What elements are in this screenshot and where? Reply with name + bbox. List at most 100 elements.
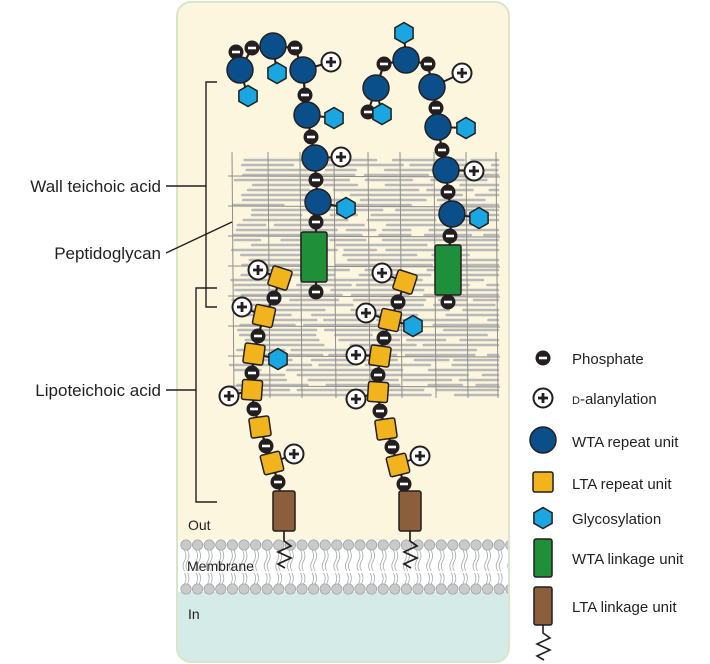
lipid-head	[389, 583, 401, 595]
lipid-head	[284, 583, 296, 595]
phosphate	[266, 290, 282, 306]
wta-repeat-unit	[418, 73, 446, 101]
phosphate	[370, 367, 386, 383]
phosphate	[287, 40, 303, 56]
lipid-head	[215, 583, 227, 595]
label-in: In	[188, 606, 200, 622]
lipid-tail	[487, 549, 491, 572]
lipid-tail	[184, 572, 187, 585]
lipid-head	[319, 583, 331, 595]
peptidoglycan-leader	[165, 221, 233, 254]
peptide-crosslink	[333, 151, 337, 399]
lta-repeat-unit	[377, 307, 403, 333]
lipid-tail	[474, 572, 477, 585]
lipid-head	[366, 583, 378, 595]
lipid-tail	[348, 549, 352, 572]
lipid-tail	[414, 549, 419, 572]
lipid-tail	[461, 549, 465, 572]
phosphate	[442, 228, 458, 244]
phosphate	[372, 403, 388, 419]
lipid-tail	[245, 572, 248, 585]
lipid-tail	[243, 549, 248, 572]
lipid-tail	[221, 572, 225, 585]
lipid-head	[308, 539, 320, 551]
lipid-tail	[242, 572, 245, 585]
legend-lta-repeat: LTA repeat unit	[532, 471, 672, 493]
lipid-head	[203, 583, 215, 595]
lipid-tail	[442, 572, 445, 585]
lipid-head	[435, 583, 447, 595]
lipid-tail	[426, 549, 430, 572]
lipid-tail	[419, 572, 422, 585]
lipid-head	[424, 583, 436, 595]
lta-linkage-icon	[533, 586, 553, 626]
lipid-tail	[512, 573, 514, 584]
lipid-tail	[253, 572, 256, 585]
lipid-tail	[287, 549, 291, 572]
lipid-head	[400, 583, 412, 595]
lipid-tail	[337, 572, 341, 585]
wta-linkage-unit	[300, 231, 328, 283]
lipid-head	[482, 539, 494, 551]
lipid-head	[482, 583, 494, 595]
lipid-tail	[256, 572, 259, 585]
lipid-tail	[195, 572, 198, 585]
lipid-tail	[475, 549, 480, 572]
phosphate	[376, 56, 392, 72]
wta-repeat-unit	[293, 101, 321, 129]
glycosylation	[456, 116, 476, 140]
lipid-head	[261, 539, 273, 551]
lta-repeat-unit	[267, 265, 293, 291]
lipid-head	[424, 539, 436, 551]
lipid-tail	[395, 572, 399, 585]
lipid-head	[250, 583, 262, 595]
lipid-head	[447, 539, 459, 551]
lipid-tail	[440, 549, 445, 572]
lipid-tail	[290, 549, 294, 572]
lipid-tail	[336, 549, 341, 572]
lipid-tail	[288, 572, 291, 585]
lipid-head	[226, 583, 238, 595]
lipid-tail	[379, 549, 384, 572]
lipid-tail	[488, 572, 491, 585]
lipid-tail	[208, 549, 213, 572]
lta-linkage-unit	[272, 490, 296, 532]
lipid-tail	[220, 549, 225, 572]
glycosylation	[267, 61, 287, 85]
lipid-tail	[382, 549, 387, 572]
label-wall-teichoic-acid: Wall teichoic acid	[30, 177, 161, 196]
lipid-tail	[346, 572, 349, 585]
lipid-tail	[263, 549, 268, 572]
lipid-tail	[381, 572, 384, 585]
lipid-head	[215, 539, 227, 551]
cell-border	[176, 1, 510, 663]
lipid-head	[493, 583, 505, 595]
lipid-head	[342, 539, 354, 551]
phosphate	[308, 214, 324, 230]
lta-repeat-unit	[259, 450, 285, 476]
lipid-tail	[462, 572, 465, 585]
lipid-head	[412, 583, 424, 595]
lipid-tail	[361, 572, 364, 585]
lipid-tail	[452, 549, 457, 572]
lta-repeat-unit	[240, 378, 264, 402]
lipid-tail	[303, 572, 306, 585]
lipid-tail	[300, 572, 303, 585]
wall-teichoic-acid-1	[226, 32, 356, 300]
legend-glycosylation: Glycosylation	[533, 506, 661, 530]
lipid-head	[435, 539, 447, 551]
glycosylation	[268, 347, 288, 371]
glycosylation	[324, 106, 344, 130]
lipid-head	[458, 583, 470, 595]
lipid-tail	[314, 572, 317, 585]
lipid-tail	[358, 572, 361, 585]
legend-wta-linkage: WTA linkage unit	[533, 538, 684, 578]
d-alanylation	[371, 262, 393, 284]
lipid-tail	[406, 549, 410, 572]
legend-phosphate: Phosphate	[535, 350, 644, 368]
lipid-head	[447, 583, 459, 595]
lipid-tail	[326, 572, 329, 585]
phosphate	[228, 44, 244, 60]
lipid-head	[192, 539, 204, 551]
